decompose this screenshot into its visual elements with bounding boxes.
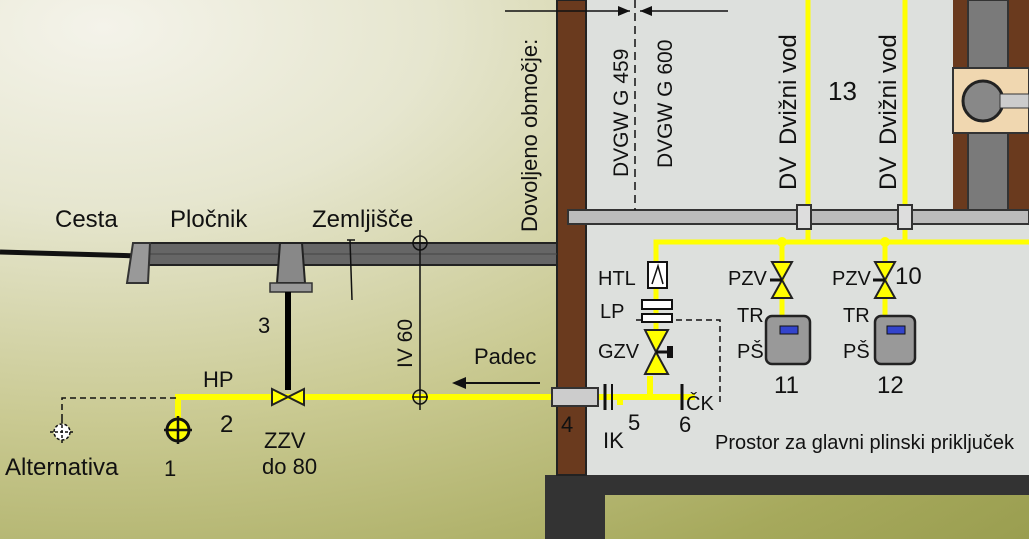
label-do80: do 80 — [262, 454, 317, 479]
label-pzv-1: PZV — [728, 268, 768, 290]
filter-icon — [641, 299, 673, 310]
label-13: 13 — [828, 76, 857, 106]
inside-pipe — [598, 376, 695, 405]
label-5: 5 — [628, 410, 640, 435]
dim-arrow-head — [640, 6, 652, 16]
dim-arrow-head — [618, 6, 630, 16]
label-lp: LP — [600, 301, 624, 323]
gzv-valve-icon — [643, 329, 670, 375]
pipe-stub — [999, 93, 1029, 109]
tee-junction — [777, 237, 787, 247]
label-iv60: IV 60 — [394, 319, 417, 368]
label-dvizni-vod-2: Dvižni vod — [875, 34, 902, 145]
slab-sleeve — [897, 204, 913, 230]
label-htl: HTL — [598, 268, 636, 290]
label-1: 1 — [164, 456, 176, 481]
label-dvgw600: DVGW G 600 — [654, 40, 677, 168]
label-plocnik: Pločnik — [170, 206, 248, 233]
foundation — [545, 475, 1029, 539]
curb — [125, 242, 152, 284]
label-tr-2: TR — [843, 305, 870, 327]
label-dv-2: DV — [875, 157, 902, 190]
label-dovoljeno: Dovoljeno območje: — [517, 39, 542, 232]
tee-junction — [880, 237, 890, 247]
label-pzv-2: PZV — [832, 268, 872, 290]
street-valve-cap — [275, 242, 307, 284]
label-dvgw459: DVGW G 459 — [610, 49, 633, 177]
label-cesta: Cesta — [55, 206, 118, 233]
filter-icon — [641, 313, 673, 323]
label-11: 11 — [774, 372, 799, 399]
label-dvizni-vod-1: Dvižni vod — [775, 34, 802, 145]
htl-device-icon — [651, 263, 664, 285]
label-padec: Padec — [474, 344, 536, 369]
label-zzv: ZZV — [264, 428, 306, 453]
label-10: 10 — [895, 263, 922, 290]
gas-meter-icon — [764, 314, 812, 366]
label-alternativa: Alternativa — [5, 454, 119, 481]
slope-arrow-head — [452, 377, 466, 389]
alternative-route — [61, 397, 178, 430]
gas-meter-display — [886, 325, 906, 335]
label-zemljisce: Zemljišče — [312, 206, 413, 233]
label-2: 2 — [220, 411, 233, 438]
label-ck: ČK — [686, 392, 714, 415]
road-line — [0, 249, 141, 259]
zzv-valve-icon — [271, 387, 305, 407]
connection-zone — [636, 319, 721, 405]
gas-meter-display — [779, 325, 799, 335]
label-12: 12 — [877, 372, 904, 399]
label-ps-2: PŠ — [843, 340, 870, 363]
slab-sleeve — [796, 204, 812, 230]
gas-meter-icon — [873, 314, 917, 366]
street-valve-flange — [269, 282, 313, 293]
gzv-valve-handle — [667, 346, 673, 358]
pipe-crosssection — [961, 79, 1005, 123]
marker-post — [347, 239, 355, 301]
label-3: 3 — [258, 313, 270, 338]
label-ik: IK — [603, 428, 624, 453]
label-prostor: Prostor za glavni plinski priključek — [715, 432, 1015, 454]
label-6: 6 — [679, 412, 691, 437]
label-dv-1: DV — [775, 157, 802, 190]
label-4: 4 — [561, 412, 573, 437]
wall-sleeve — [551, 387, 599, 407]
label-hp: HP — [203, 367, 234, 392]
label-ps-1: PŠ — [737, 340, 764, 363]
service-pipe — [175, 394, 555, 430]
label-gzv: GZV — [598, 341, 640, 363]
label-tr-1: TR — [737, 305, 764, 327]
